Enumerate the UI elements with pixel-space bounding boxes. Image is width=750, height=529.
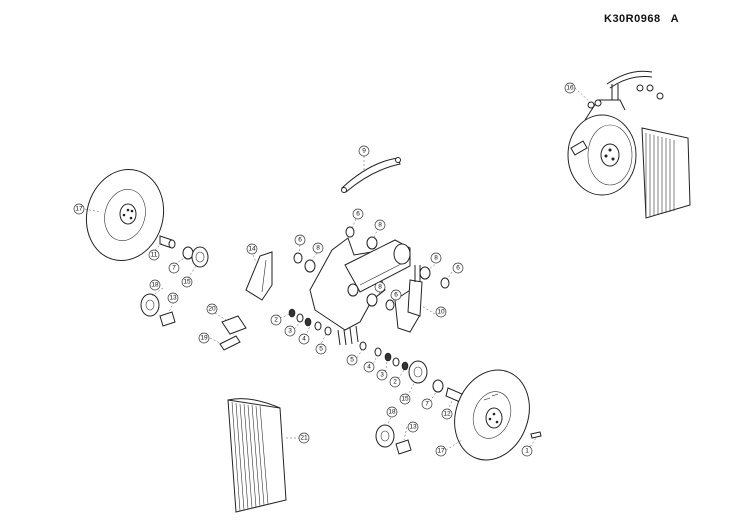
svg-text:9: 9 [362,148,366,155]
svg-text:14: 14 [248,246,256,253]
left-disc [85,168,165,262]
svg-text:7: 7 [172,265,176,272]
svg-text:1: 1 [525,448,529,455]
callout-19: 19 [198,332,210,344]
callout-20: 20 [206,303,218,315]
callout-15-left: 15 [181,276,193,288]
svg-text:20: 20 [208,306,216,313]
callout-13-left: 13 [167,292,179,304]
callout-18-left: 18 [149,279,161,291]
right-hub-parts [375,360,542,455]
callout-14: 14 [246,243,258,255]
drawing-revision: A [670,13,680,25]
svg-text:8: 8 [378,222,382,229]
arm-part [341,157,401,193]
callout-8-d: 8 [374,281,386,293]
svg-text:21: 21 [300,435,308,442]
svg-text:2: 2 [274,317,278,324]
callout-21: 21 [298,432,310,444]
svg-text:5: 5 [319,346,323,353]
svg-text:2: 2 [393,379,397,386]
svg-text:18: 18 [388,409,396,416]
svg-text:11: 11 [151,252,158,259]
callouts: 16 9 17 6 8 14 6 8 11 7 15 8 6 18 13 8 6… [73,82,576,457]
svg-text:15: 15 [401,396,409,403]
callout-3-left: 3 [284,325,296,337]
callout-8-a: 8 [374,219,386,231]
svg-text:18: 18 [151,282,159,289]
callout-16: 16 [564,82,576,94]
svg-text:16: 16 [566,85,574,92]
svg-text:15: 15 [183,279,191,286]
svg-text:6: 6 [394,292,398,299]
callout-5-right: 5 [346,354,358,366]
callout-13-right: 13 [407,421,419,433]
callout-2-left: 2 [270,314,282,326]
svg-text:4: 4 [367,364,371,371]
callout-5-left: 5 [315,343,327,355]
callout-6-a: 6 [352,208,364,220]
callout-11: 11 [148,249,160,261]
svg-text:3: 3 [288,328,292,335]
callout-12: 12 [441,408,453,420]
callout-4-left: 4 [298,333,310,345]
svg-text:5: 5 [350,357,354,364]
right-disc [454,369,530,461]
drawing-title: K30R0968 A [604,13,704,25]
frame-assembly [309,237,423,346]
svg-text:8: 8 [434,255,438,262]
callout-7-left: 7 [168,262,180,274]
callout-6-d: 6 [390,289,402,301]
svg-text:13: 13 [409,424,417,431]
inset-assembly [567,70,691,219]
svg-text:6: 6 [356,211,360,218]
callout-1: 1 [521,445,533,457]
leader-lines [84,87,593,451]
callout-18-right: 18 [386,406,398,418]
svg-text:8: 8 [316,245,320,252]
svg-text:17: 17 [437,448,445,455]
callout-15-right: 15 [399,393,411,405]
svg-text:19: 19 [200,335,208,342]
manual-booklet [227,398,287,513]
callout-4-right: 4 [363,361,375,373]
callout-8-b: 8 [312,242,324,254]
svg-text:6: 6 [298,237,302,244]
svg-text:17: 17 [75,206,83,213]
callout-8-c: 8 [430,252,442,264]
callout-17-left: 17 [73,203,85,215]
callout-6-b: 6 [294,234,306,246]
svg-text:8: 8 [378,284,382,291]
left-hub-parts [140,235,209,327]
svg-text:12: 12 [443,411,451,418]
svg-text:3: 3 [380,372,384,379]
callout-7-right: 7 [421,398,433,410]
bushings-washers [288,226,450,371]
svg-text:4: 4 [302,336,306,343]
svg-text:10: 10 [437,309,445,316]
callout-2-right: 2 [389,376,401,388]
callout-17-right: 17 [435,445,447,457]
callout-10: 10 [435,306,447,318]
svg-text:13: 13 [169,295,177,302]
callout-9: 9 [358,145,370,157]
svg-text:6: 6 [456,265,460,272]
drawing-code: K30R0968 [604,13,661,25]
callout-3-right: 3 [376,369,388,381]
scraper-parts [219,251,273,351]
callout-6-c: 6 [452,262,464,274]
svg-text:7: 7 [425,401,429,408]
